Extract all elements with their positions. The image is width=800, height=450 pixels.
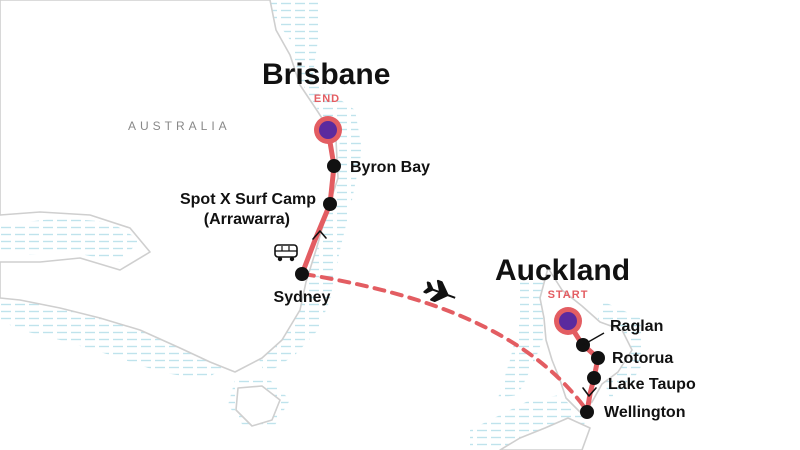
- label-brisbane: Brisbane: [262, 58, 390, 91]
- label-spot-x-line2: (Arrawarra): [204, 211, 290, 228]
- australia-landmass: [0, 0, 339, 373]
- label-raglan: Raglan: [610, 318, 663, 335]
- route-stops: [295, 159, 605, 419]
- endpoint-auckland: [554, 307, 582, 335]
- plane-icon: [423, 279, 456, 303]
- stop-rotorua: [591, 351, 605, 365]
- label-lake-taupo: Lake Taupo: [608, 376, 696, 393]
- bus-icon: [274, 244, 298, 262]
- direction-arrows: [312, 230, 597, 397]
- stop-sydney: [295, 267, 309, 281]
- label-wellington: Wellington: [604, 404, 685, 421]
- label-rotorua: Rotorua: [612, 350, 673, 367]
- start-tag: START: [548, 289, 589, 301]
- tasmania-landmass: [235, 385, 281, 427]
- stop-wellington: [580, 405, 594, 419]
- label-sydney: Sydney: [274, 289, 331, 306]
- label-byron-bay: Byron Bay: [350, 159, 430, 176]
- end-tag: END: [314, 93, 340, 105]
- endpoint-brisbane: [314, 116, 342, 144]
- stop-spot-x: [323, 197, 337, 211]
- label-auckland: Auckland: [495, 254, 630, 287]
- direction-arrow-south: [582, 387, 597, 397]
- label-spot-x-line1: Spot X Surf Camp: [180, 191, 316, 208]
- stop-lake-taupo: [587, 371, 601, 385]
- direction-arrow-north: [312, 230, 327, 240]
- nz-south-island-landmass: [499, 417, 591, 450]
- stop-byron-bay: [327, 159, 341, 173]
- flight-route: [302, 272, 587, 410]
- raglan-leader-line: [582, 332, 605, 346]
- region-label-australia: AUSTRALIA: [128, 119, 231, 133]
- coastlines: [0, 0, 633, 450]
